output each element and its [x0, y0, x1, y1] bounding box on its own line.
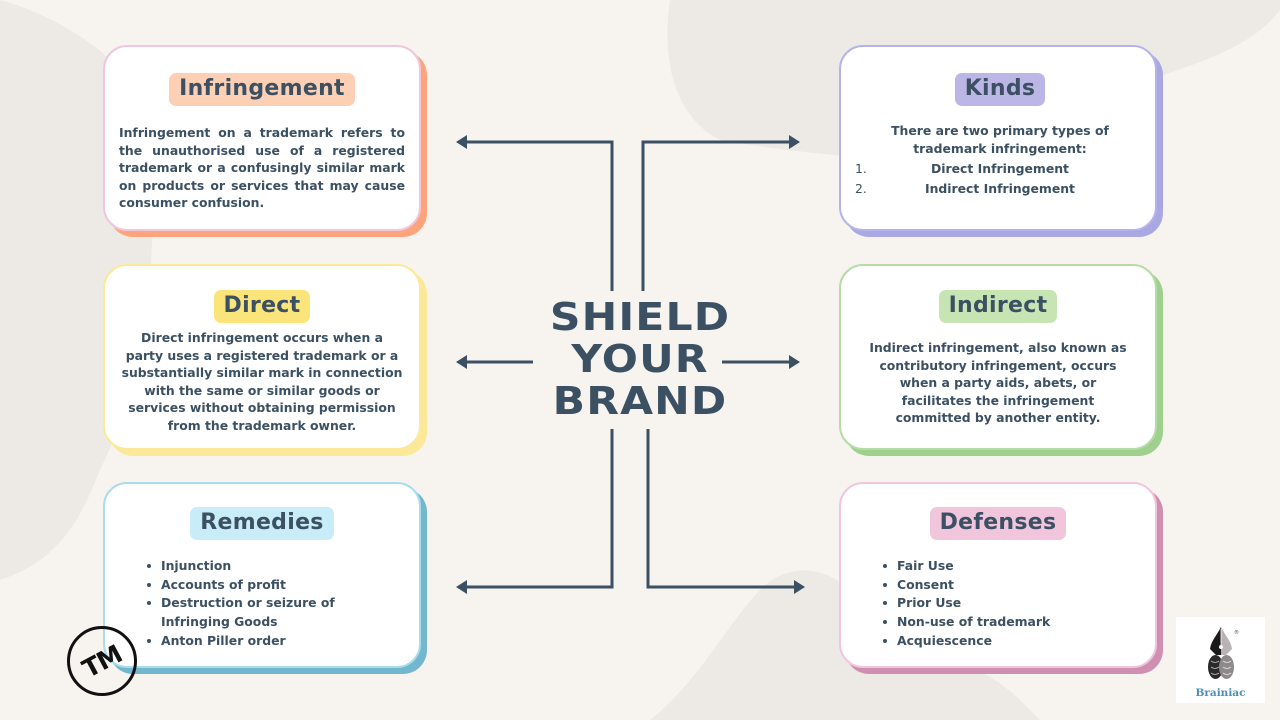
- list-label: Indirect Infringement: [925, 181, 1075, 196]
- svg-text:®: ®: [1234, 629, 1239, 636]
- card-indirect: Indirect Indirect infringement, also kno…: [839, 264, 1157, 450]
- remedies-list-item: Injunction: [145, 557, 403, 576]
- defenses-list-item: Consent: [881, 576, 1139, 595]
- brainiac-logo-text: Brainiac: [1195, 687, 1246, 699]
- card-heading-kinds: Kinds: [954, 73, 1046, 106]
- arrowhead-left-icon: [456, 355, 467, 369]
- card-heading-defenses: Defenses: [929, 507, 1067, 540]
- remedies-list-item: Accounts of profit: [145, 576, 403, 595]
- defenses-list-item: Non-use of trademark: [881, 613, 1139, 632]
- card-heading-direct: Direct: [213, 290, 311, 323]
- arrow-to-kinds: [641, 140, 792, 291]
- title-line-2: YOUR: [571, 337, 709, 381]
- arrowhead-left-icon: [456, 580, 467, 594]
- card-body-indirect: Indirect infringement, also known as con…: [869, 340, 1127, 425]
- center-title: SHIELD YOUR BRAND: [520, 296, 760, 422]
- card-remedies: Remedies Injunction Accounts of profit D…: [103, 482, 421, 668]
- arrow-to-remedies: [466, 429, 614, 589]
- remedies-list-item: Destruction or seizure of Infringing Goo…: [145, 594, 345, 631]
- trademark-badge-text: TM: [77, 638, 127, 684]
- card-direct: Direct Direct infringement occurs when a…: [103, 264, 421, 450]
- card-heading-indirect: Indirect: [938, 290, 1058, 323]
- arrowhead-right-icon: [789, 355, 800, 369]
- card-defenses: Defenses Fair Use Consent Prior Use Non-…: [839, 482, 1157, 668]
- list-number: 1.: [855, 161, 867, 176]
- list-label: Direct Infringement: [931, 161, 1069, 176]
- kinds-list-item: 2. Indirect Infringement: [849, 179, 1151, 199]
- title-line-1: SHIELD: [549, 295, 731, 339]
- card-infringement: Infringement Infringement on a trademark…: [103, 45, 421, 231]
- kinds-list: 1. Direct Infringement 2. Indirect Infri…: [849, 159, 1151, 199]
- remedies-list-item: Anton Piller order: [145, 632, 403, 651]
- card-heading-infringement: Infringement: [169, 73, 355, 106]
- card-body-direct: Direct infringement occurs when a party …: [121, 330, 403, 433]
- defenses-list-item: Fair Use: [881, 557, 1139, 576]
- kinds-list-item: 1. Direct Infringement: [849, 159, 1151, 179]
- card-body-infringement: Infringement on a trademark refers to th…: [119, 125, 405, 210]
- trademark-icon: TM: [67, 626, 137, 696]
- card-heading-remedies: Remedies: [190, 507, 334, 540]
- pen-nib-brain-icon: ®: [1207, 627, 1239, 679]
- remedies-list: Injunction Accounts of profit Destructio…: [145, 557, 403, 651]
- card-intro-kinds: There are two primary types of trademark…: [891, 123, 1109, 156]
- arrowhead-right-icon: [794, 580, 805, 594]
- arrowhead-left-icon: [456, 135, 467, 149]
- title-line-3: BRAND: [552, 379, 728, 423]
- defenses-list-item: Acquiescence: [881, 632, 1139, 651]
- arrow-to-infringement: [466, 140, 614, 291]
- card-kinds: Kinds There are two primary types of tra…: [839, 45, 1157, 231]
- list-number: 2.: [855, 181, 867, 196]
- arrow-to-defenses: [646, 429, 796, 589]
- defenses-list: Fair Use Consent Prior Use Non-use of tr…: [881, 557, 1139, 651]
- brainiac-logo: ® Brainiac: [1176, 617, 1265, 703]
- arrowhead-right-icon: [789, 135, 800, 149]
- defenses-list-item: Prior Use: [881, 594, 1139, 613]
